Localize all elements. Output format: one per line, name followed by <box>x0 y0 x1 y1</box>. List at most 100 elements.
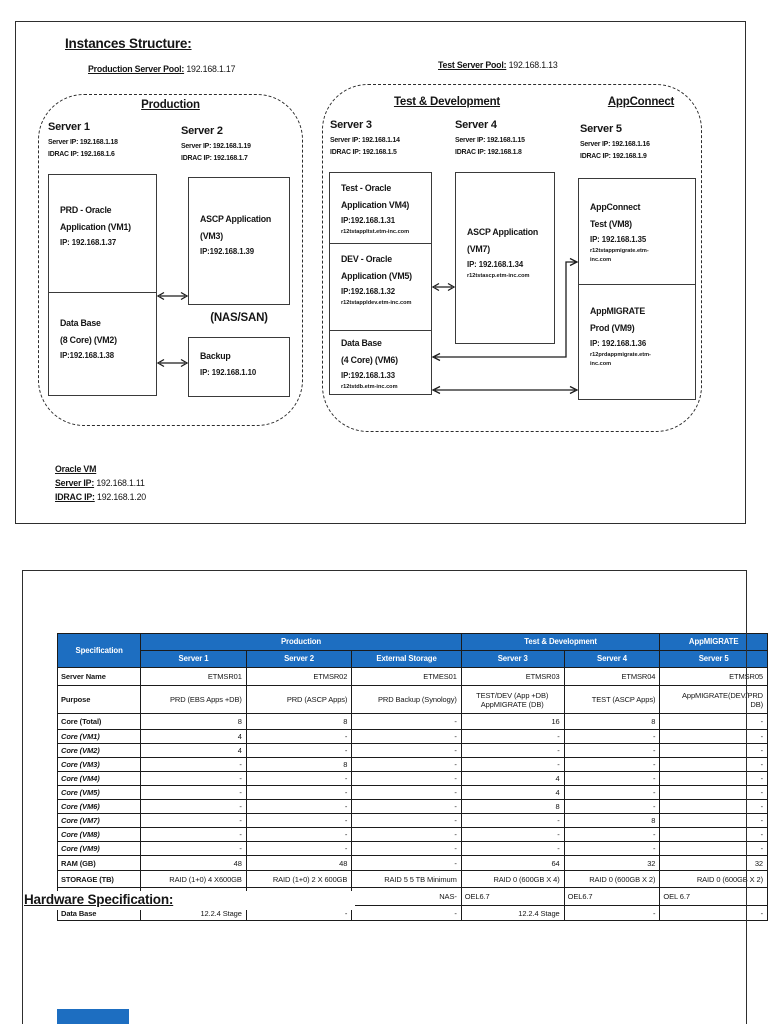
row-label: Core (Total) <box>56 713 142 730</box>
table-cell: TEST/DEV (App +DB) AppMIGRATE (DB) <box>460 685 565 714</box>
vm3-ip: IP:192.168.1.39 <box>200 247 254 256</box>
table-cell: 8 <box>245 713 353 730</box>
server2-idrac: IDRAC IP: 192.168.1.7 <box>181 154 248 162</box>
table-group-header: Production <box>140 633 462 651</box>
vm5-name-line1: DEV - Oracle <box>341 254 392 264</box>
table-cell: - <box>460 743 565 758</box>
production-pool-ip: 192.168.1.17 <box>186 64 236 74</box>
table-cell: RAID 0 (600GB X 4) <box>460 870 565 888</box>
table-cell: - <box>245 799 353 814</box>
vm5-hostname: r12tstappldev.etm-inc.com <box>341 300 412 306</box>
table-cell: - <box>659 757 768 772</box>
table-cell: 64 <box>460 855 565 871</box>
table-cell: - <box>460 757 565 772</box>
table-cell: PRD (ASCP Apps) <box>245 685 353 714</box>
server3-vm-box: Test - Oracle Application VM4) IP:192.16… <box>329 172 432 395</box>
table-cell: - <box>140 799 247 814</box>
table-cell: - <box>351 855 462 871</box>
server5-ip: Server IP: 192.168.1.16 <box>580 141 650 148</box>
production-pool-label: Production Server Pool: 192.168.1.17 <box>88 64 236 74</box>
server1-idrac: IDRAC IP: 192.168.1.6 <box>48 150 115 158</box>
row-label: Server Name <box>56 667 142 686</box>
row-label: Core (VM1) <box>56 729 142 744</box>
table-cell: 8 <box>245 757 353 772</box>
table-column-header: External Storage <box>351 650 462 668</box>
table-group-header: Test & Development <box>460 633 661 651</box>
table-cell: AppMIGRATE(DEV/PRD DB) <box>659 685 768 714</box>
page-title: Instances Structure: <box>65 36 192 51</box>
table-cell: 4 <box>140 729 247 744</box>
table-cell: 8 <box>140 713 247 730</box>
vm4-hostname: r12tstappltst.etm-inc.com <box>341 229 410 235</box>
vm8-name-line1: AppConnect <box>590 202 641 212</box>
vm2-box: Data Base (8 Core) (VM2) IP:192.168.1.38 <box>49 293 156 392</box>
oracle-vm-title-line: Oracle VM <box>55 462 146 476</box>
table-cell: - <box>140 827 247 842</box>
server3-idrac: IDRAC IP: 192.168.1.5 <box>330 148 397 156</box>
table-cell: - <box>351 757 462 772</box>
oracle-vm-idrac-line: IDRAC IP: 192.168.1.20 <box>55 490 146 504</box>
server1-vm-box: PRD - Oracle Application (VM1) IP: 192.1… <box>48 174 157 396</box>
vm6-hostname: r12tstdb.etm-inc.com <box>341 384 398 390</box>
table-cell: - <box>245 743 353 758</box>
table-cell: 4 <box>460 771 565 786</box>
backup-name: Backup <box>200 351 231 361</box>
table-cell: - <box>659 905 768 921</box>
table-cell: 8 <box>563 713 661 730</box>
row-label: RAM (GB) <box>56 855 142 871</box>
table-cell: - <box>659 771 768 786</box>
server3-title: Server 3 <box>330 119 372 131</box>
row-label: Core (VM4) <box>56 771 142 786</box>
table-cell: RAID 0 (600GB X 2) <box>563 870 661 888</box>
server1-header: Server 1 Server IP: 192.168.1.18 IDRAC I… <box>48 121 118 160</box>
table-cell: - <box>659 713 768 730</box>
production-group-outline <box>38 94 303 426</box>
table-group-header: AppMIGRATE <box>659 633 768 651</box>
vm1-name-line2: Application (VM1) <box>60 221 131 232</box>
table-cell: - <box>563 827 661 842</box>
table-row: Core (VM8)------ <box>56 827 768 842</box>
table-cell: - <box>351 713 462 730</box>
table-cell: - <box>659 743 768 758</box>
oracle-vm-ip-label: Server IP: <box>55 478 95 488</box>
vm4-box: Test - Oracle Application VM4) IP:192.16… <box>330 173 431 244</box>
table-cell: - <box>563 905 661 921</box>
row-label: Core (VM8) <box>56 827 142 842</box>
vm3-box: ASCP Application (VM3) IP:192.168.1.39 <box>188 177 290 305</box>
server5-header: Server 5 Server IP: 192.168.1.16 IDRAC I… <box>580 123 650 162</box>
server4-ip: Server IP: 192.168.1.15 <box>455 137 525 144</box>
row-label: Core (VM9) <box>56 841 142 856</box>
table-cell: 4 <box>460 785 565 800</box>
vm5-ip: IP:192.168.1.32 <box>341 287 395 296</box>
hardware-spec-heading: Hardware Specification: <box>24 892 174 907</box>
table-cell: - <box>351 799 462 814</box>
oracle-vm-block: Oracle VM Server IP: 192.168.1.11 IDRAC … <box>55 462 146 504</box>
table-cell: ETMES01 <box>351 667 462 686</box>
table-cell: - <box>351 771 462 786</box>
row-label: Core (VM3) <box>56 757 142 772</box>
table-column-header: Server 2 <box>245 650 353 668</box>
table-row: Core (VM5)---4-- <box>56 785 768 800</box>
row-label: Core (VM5) <box>56 785 142 800</box>
oracle-vm-title: Oracle VM <box>55 464 97 474</box>
table-cell: PRD Backup (Synology) <box>351 685 462 714</box>
table-cell: - <box>563 771 661 786</box>
appconnect-group-title: AppConnect <box>607 96 675 108</box>
table-cell: - <box>140 813 247 828</box>
row-label: Core (VM2) <box>56 743 142 758</box>
table-cell: RAID (1+0) 2 X 600GB <box>245 870 353 888</box>
table-cell: - <box>563 729 661 744</box>
table-cell: - <box>140 757 247 772</box>
table-cell: TEST (ASCP Apps) <box>563 685 661 714</box>
vm7-box: ASCP Application (VM7) IP: 192.168.1.34 … <box>455 172 555 344</box>
table-cell: - <box>245 729 353 744</box>
table-cell: - <box>659 785 768 800</box>
vm1-ip: IP: 192.168.1.37 <box>60 238 117 247</box>
vm8-name-line2: Test (VM8) <box>590 218 632 229</box>
table-cell: ETMSR01 <box>140 667 247 686</box>
vm1-name-line1: PRD - Oracle <box>60 205 112 215</box>
